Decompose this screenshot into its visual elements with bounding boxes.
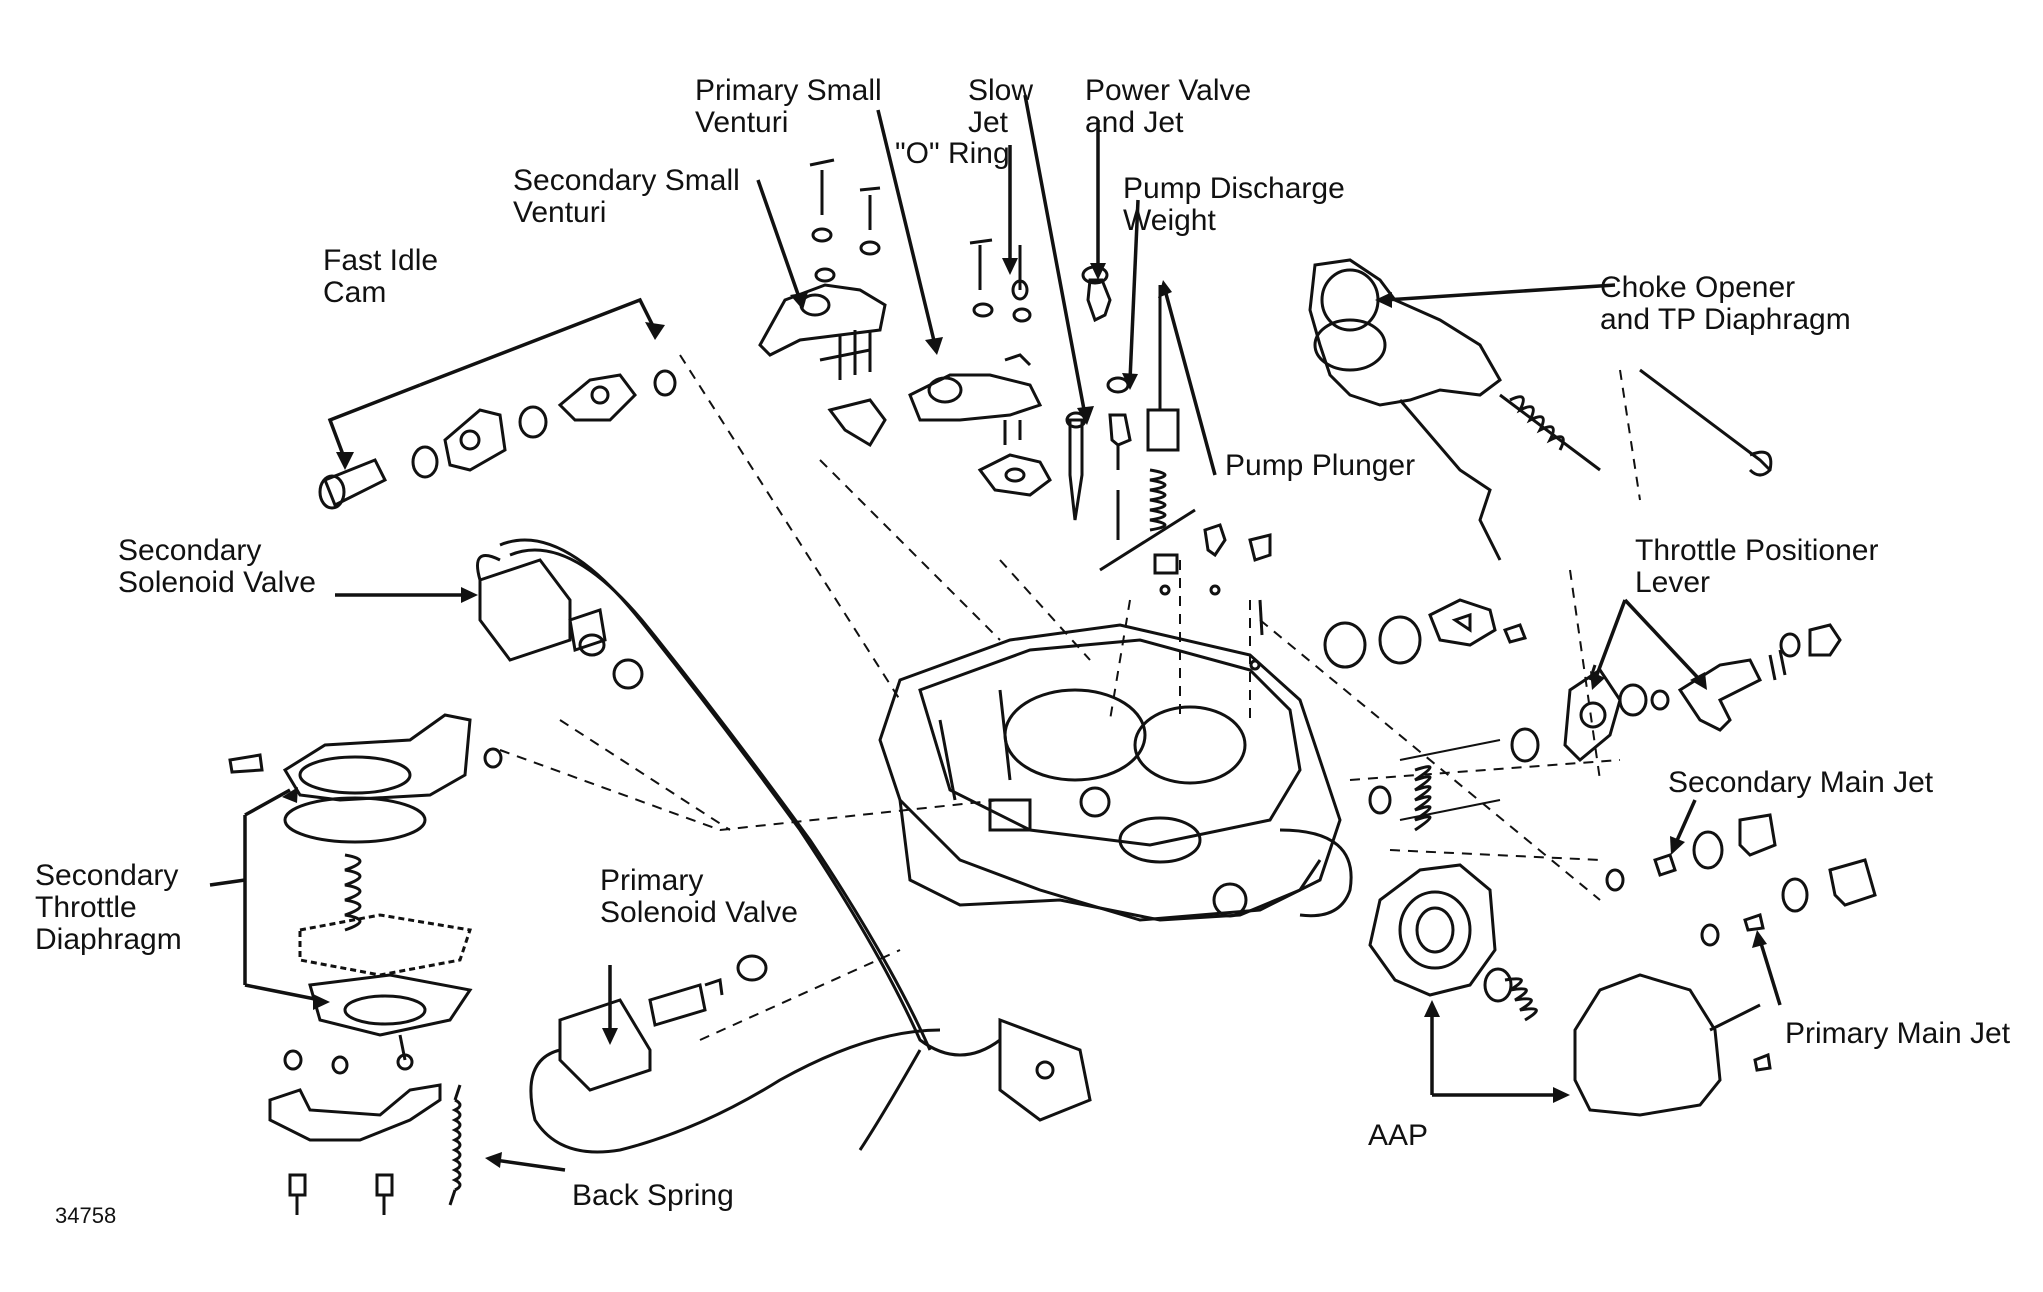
- label-primary-solenoid-valve: Primary Solenoid Valve: [600, 864, 798, 929]
- venturi-assemblies: [758, 158, 1052, 497]
- label-pump-plunger: Pump Plunger: [1225, 449, 1416, 482]
- back-spring: [448, 1084, 462, 1206]
- screws: [288, 1173, 394, 1215]
- label-power-valve-and-jet: Power Valve and Jet: [1085, 74, 1252, 139]
- leader-lines: [209, 94, 1782, 1172]
- accelerator-pump-parts: [1323, 598, 1842, 832]
- arrowheads: [282, 258, 1767, 1168]
- secondary-throttle-diaphragm: [228, 713, 503, 1142]
- label-throttle-positioner-lever: Throttle Positioner Lever: [1635, 534, 1879, 599]
- aap-assembly: [1368, 863, 1761, 1117]
- label-secondary-solenoid-valve: Secondary Solenoid Valve: [118, 534, 316, 599]
- label-pump-discharge-weight: Pump Discharge Weight: [1123, 172, 1345, 237]
- label-slow-jet: Slow Jet: [968, 74, 1034, 139]
- solenoid-wire: [499, 538, 1092, 1151]
- label-o-ring: "O" Ring: [895, 137, 1010, 170]
- figure-number: 34758: [55, 1203, 117, 1228]
- label-back-spring: Back Spring: [572, 1179, 734, 1212]
- secondary-solenoid-valve: [476, 554, 644, 690]
- label-fast-idle-cam: Fast Idle Cam: [323, 244, 439, 309]
- jets-and-pump-parts: [1065, 265, 1272, 671]
- label-choke-opener-tp-diaphragm: Choke Opener and TP Diaphragm: [1600, 271, 1851, 336]
- label-secondary-throttle-diaphragm: Secondary Throttle Diaphragm: [35, 859, 182, 956]
- label-secondary-small-venturi: Secondary Small Venturi: [513, 164, 740, 229]
- primary-solenoid-valve: [529, 954, 941, 1154]
- fast-idle-cam-parts: [318, 369, 677, 510]
- carburetor-body: [878, 623, 1353, 922]
- label-primary-small-venturi: Primary Small Venturi: [695, 74, 882, 139]
- main-jets: [1605, 813, 1877, 1072]
- label-secondary-main-jet: Secondary Main Jet: [1668, 766, 1934, 799]
- label-primary-main-jet: Primary Main Jet: [1785, 1017, 2011, 1050]
- label-aap: AAP: [1368, 1119, 1429, 1152]
